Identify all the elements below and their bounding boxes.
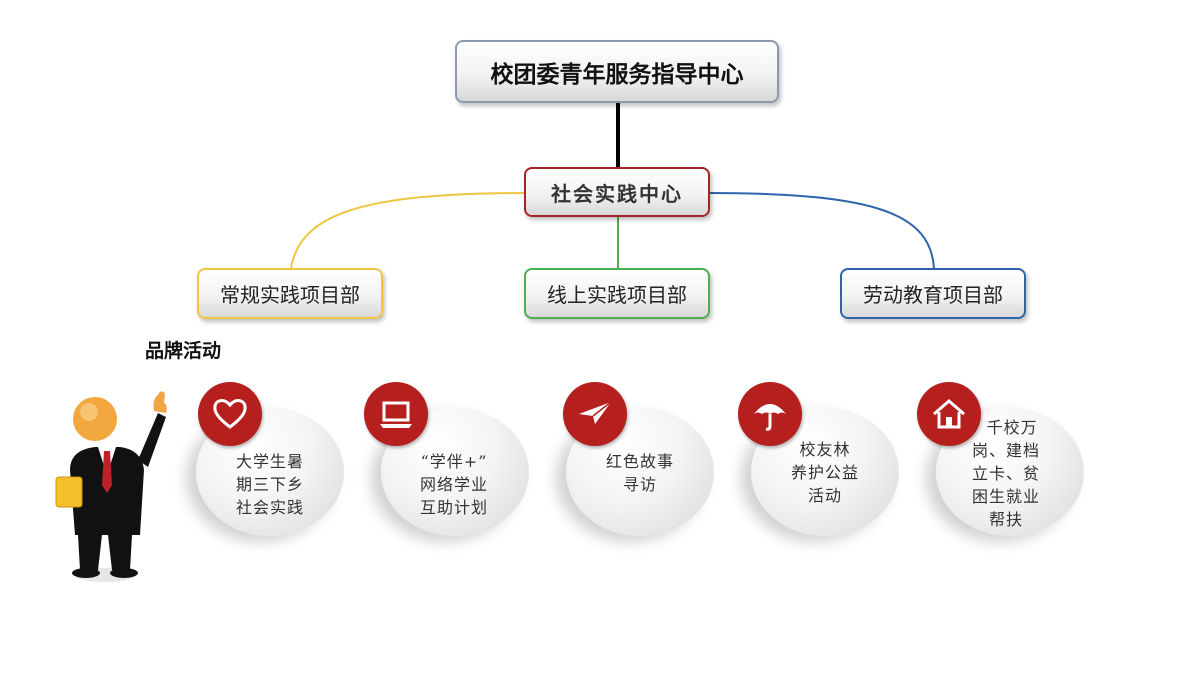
dept-label: 线上实践项目部	[547, 283, 687, 307]
paper-plane-icon	[563, 382, 627, 446]
activity-text: 大学生暑 期三下乡 社会实践	[235, 452, 304, 517]
dept-node-online: 线上实践项目部	[524, 268, 710, 319]
brand-activities-title: 品牌活动	[145, 340, 222, 362]
dept-label: 常规实践项目部	[220, 283, 360, 307]
dept-label: 劳动教育项目部	[863, 283, 1003, 307]
root-node: 校团委青年服务指导中心	[455, 40, 779, 103]
activity-text: “学伴+” 网络学业 互助计划	[419, 452, 488, 517]
dept-node-labor: 劳动教育项目部	[840, 268, 1026, 319]
umbrella-icon	[738, 382, 802, 446]
activity-text: 校友林 养护公益 活动	[790, 440, 859, 505]
activity-text: 千校万 岗、建档 立卡、贫 困生就业 帮扶	[971, 418, 1040, 529]
laptop-icon	[364, 382, 428, 446]
center-to-dept1-connector	[290, 192, 525, 269]
dept-node-regular: 常规实践项目部	[197, 268, 383, 319]
center-label: 社会实践中心	[551, 181, 683, 206]
root-label: 校团委青年服务指导中心	[490, 61, 744, 88]
home-icon	[917, 382, 981, 446]
presenter-figure-illustration	[55, 391, 167, 582]
center-node: 社会实践中心	[524, 167, 710, 217]
activity-text: 红色故事 寻访	[605, 452, 674, 494]
center-to-dept3-connector	[709, 192, 935, 269]
heart-icon	[198, 382, 262, 446]
